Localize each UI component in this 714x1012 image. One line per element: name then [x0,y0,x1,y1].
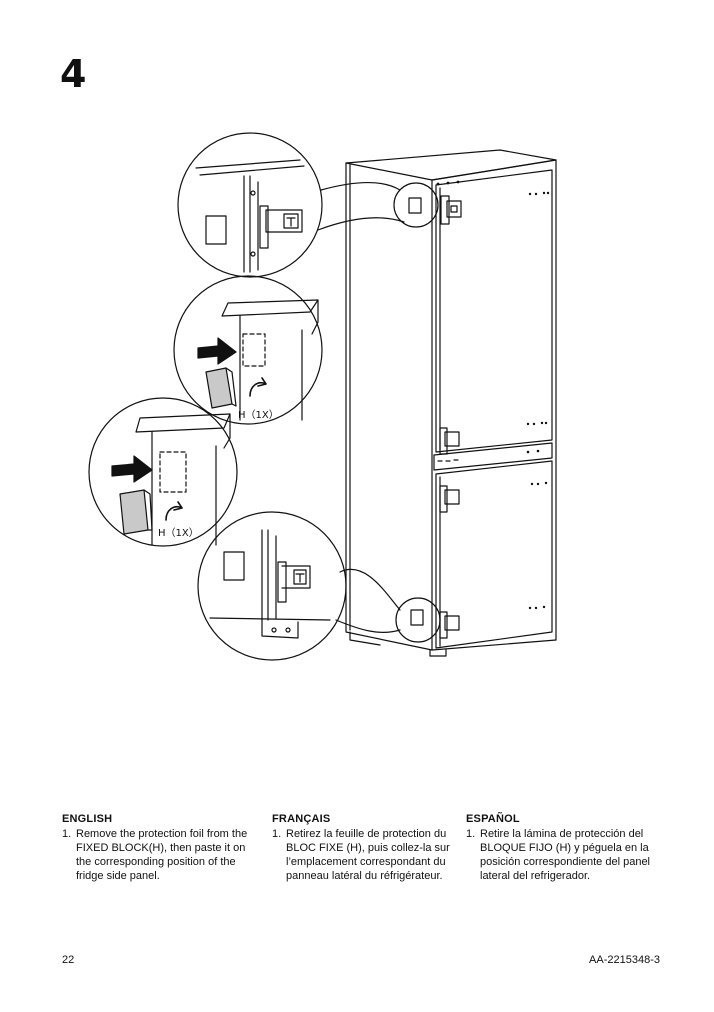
detail-callout-bottom [197,511,401,661]
page-number: 22 [62,954,75,966]
instruction-text: Retire la lámina de protección del BLOQU… [480,828,651,882]
instructions-french: FRANÇAIS 1. Retirez la feuille de protect… [272,812,452,883]
detail-callout-lower-left: H（1X） [88,397,238,547]
instruction-item: 1. Retire la lámina de protección del BLO… [466,827,656,883]
arrow-icon [197,337,237,365]
fridge-drawing [345,149,557,657]
part-label-h-1: H（1X） [238,409,279,421]
step-number: 4 [60,52,86,96]
document-code: AA-2215348-3 [589,954,660,966]
instructions-spanish: ESPAÑOL 1. Retire la lámina de protección… [466,812,656,883]
step-index: 1. [62,828,72,840]
step-index: 1. [272,828,282,840]
step-index: 1. [466,828,476,840]
language-heading: ESPAÑOL [466,813,520,825]
language-heading: FRANÇAIS [272,813,331,825]
detail-callout-middle: H（1X） [173,275,323,425]
instruction-item: 1. Retirez la feuille de protection du BL… [272,827,452,883]
assembly-illustration: H（1X） H（1X） [88,132,557,661]
peel-icon-2 [165,501,183,521]
peel-icon [249,377,267,397]
instruction-item: 1. Remove the protection foil from the FI… [62,827,252,883]
language-heading: ENGLISH [62,813,113,825]
instruction-text: Remove the protection foil from the FIXE… [76,828,248,882]
part-label-h-2: H（1X） [158,527,199,539]
arrow-icon-2 [111,455,153,483]
instructions-english: ENGLISH 1. Remove the protection foil fro… [62,812,252,883]
detail-callout-top [177,132,405,278]
instruction-text: Retirez la feuille de protection du BLOC… [286,828,450,882]
